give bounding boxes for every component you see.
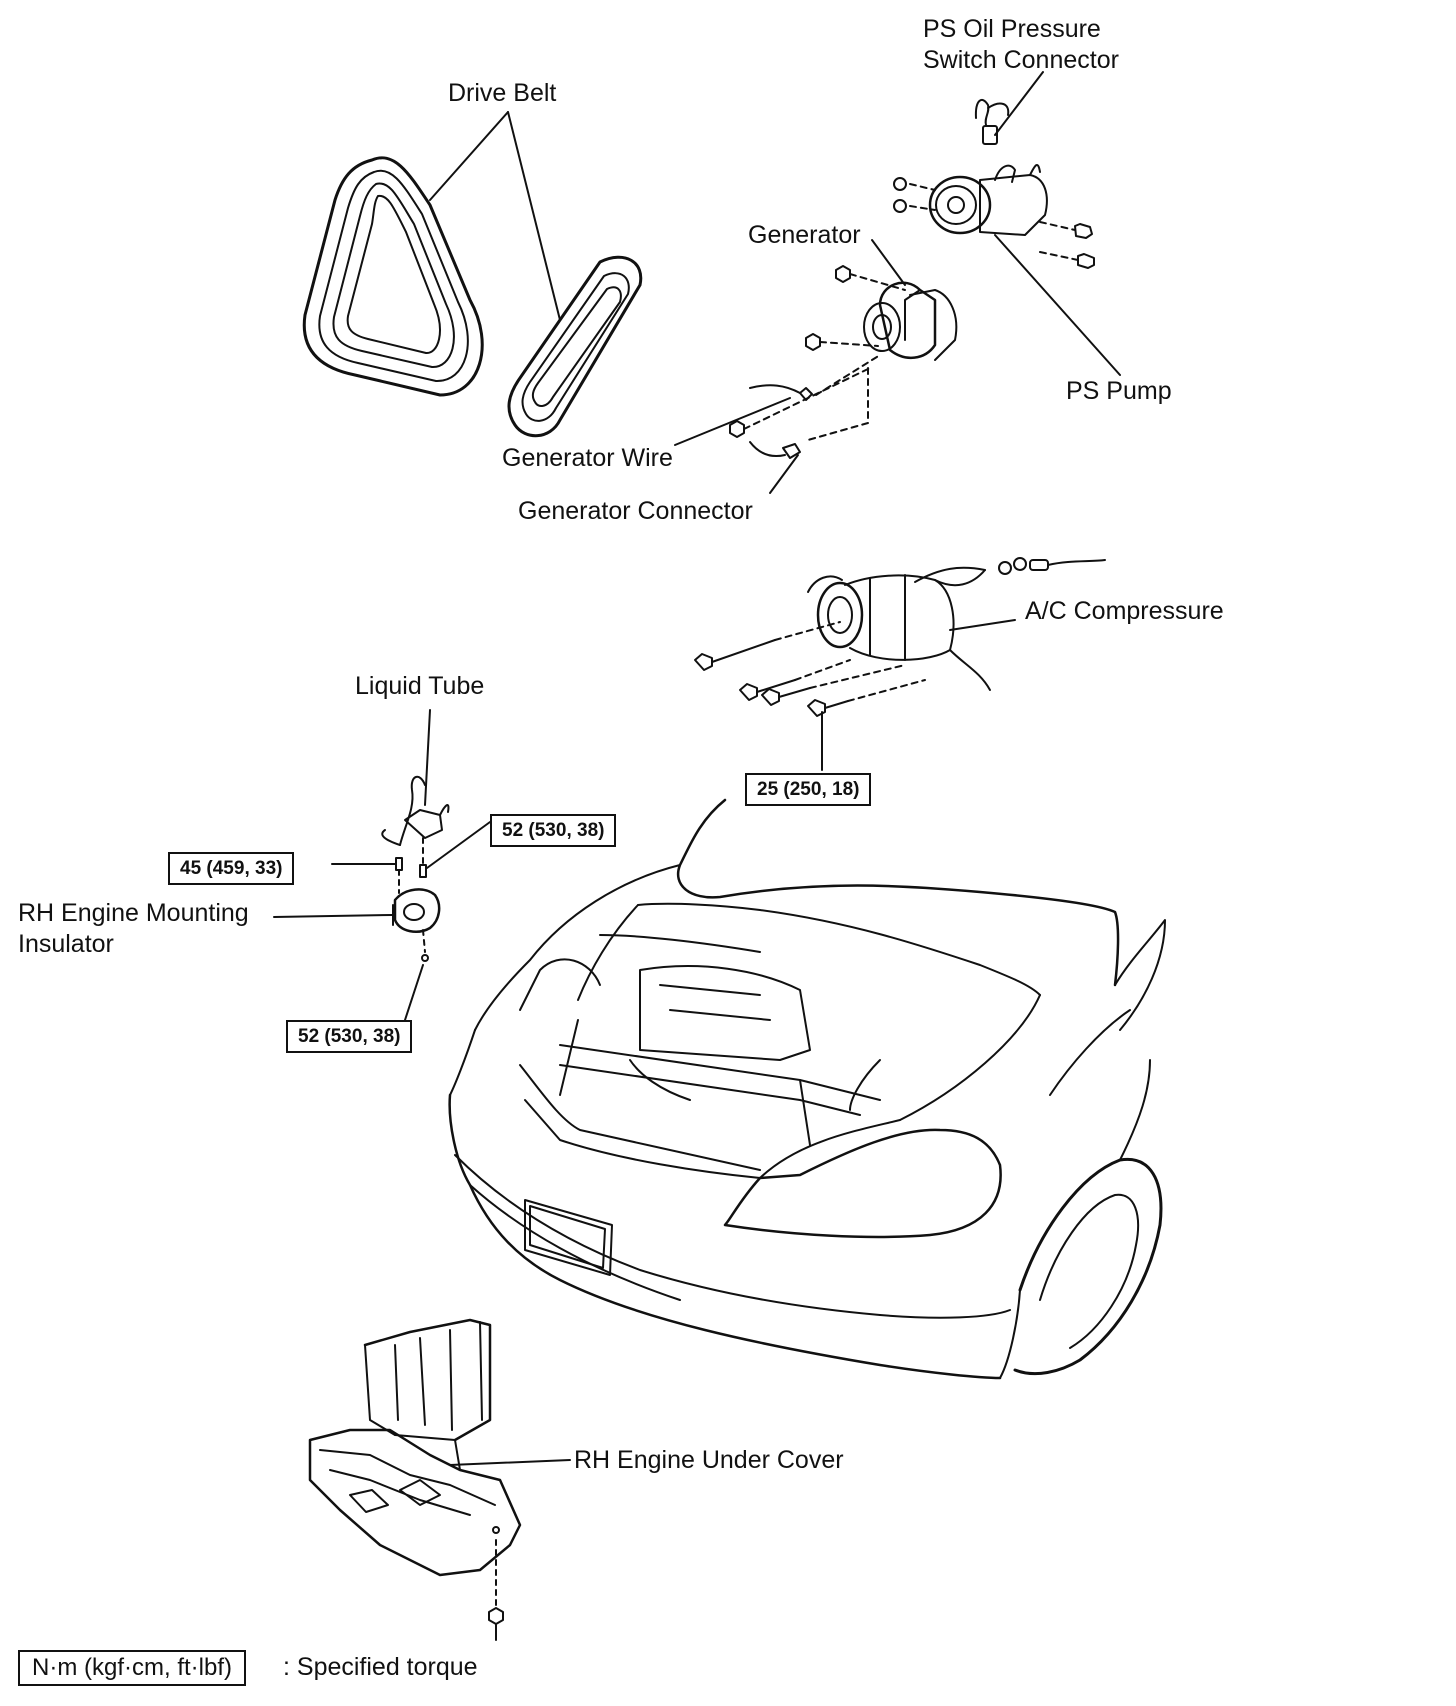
label-ps-pump: PS Pump xyxy=(1066,377,1172,405)
generator-wire-and-connector xyxy=(675,355,880,493)
label-rh-engine-mounting-insulator-line1: RH Engine Mounting xyxy=(18,899,249,927)
label-drive-belt: Drive Belt xyxy=(448,79,557,107)
legend-description: : Specified torque xyxy=(283,1653,478,1681)
drive-belt-large xyxy=(304,158,482,395)
ac-compressor xyxy=(695,558,1105,770)
drive-belt-small xyxy=(509,257,641,435)
rh-engine-under-cover xyxy=(310,1320,570,1640)
torque-spec-mount-lower: 52 (530, 38) xyxy=(286,1020,413,1053)
label-generator: Generator xyxy=(748,221,861,249)
torque-spec-ac-compressor-bolt: 25 (250, 18) xyxy=(745,773,872,806)
label-ps-oil-pressure-switch-connector-line2: Switch Connector xyxy=(923,46,1119,74)
label-ps-oil-pressure-switch-connector-line1: PS Oil Pressure xyxy=(923,15,1101,43)
car-front-view xyxy=(450,800,1165,1378)
torque-spec-mount-upper-right: 52 (530, 38) xyxy=(490,814,617,847)
torque-spec-mount-upper-left: 45 (459, 33) xyxy=(168,852,295,885)
generator xyxy=(806,240,956,360)
label-generator-connector: Generator Connector xyxy=(518,497,753,525)
label-generator-wire: Generator Wire xyxy=(502,444,673,472)
label-liquid-tube: Liquid Tube xyxy=(355,672,485,700)
liquid-tube xyxy=(382,710,448,845)
label-rh-engine-mounting-insulator-line2: Insulator xyxy=(18,930,114,958)
legend-unit-box: N·m (kgf·cm, ft·lbf) xyxy=(18,1650,246,1686)
label-rh-engine-under-cover: RH Engine Under Cover xyxy=(574,1446,844,1474)
rh-engine-mounting-insulator xyxy=(274,822,490,1020)
ps-pump xyxy=(894,165,1120,375)
label-ac-compressure: A/C Compressure xyxy=(1025,597,1224,625)
ps-oil-pressure-switch-connector xyxy=(976,72,1043,144)
